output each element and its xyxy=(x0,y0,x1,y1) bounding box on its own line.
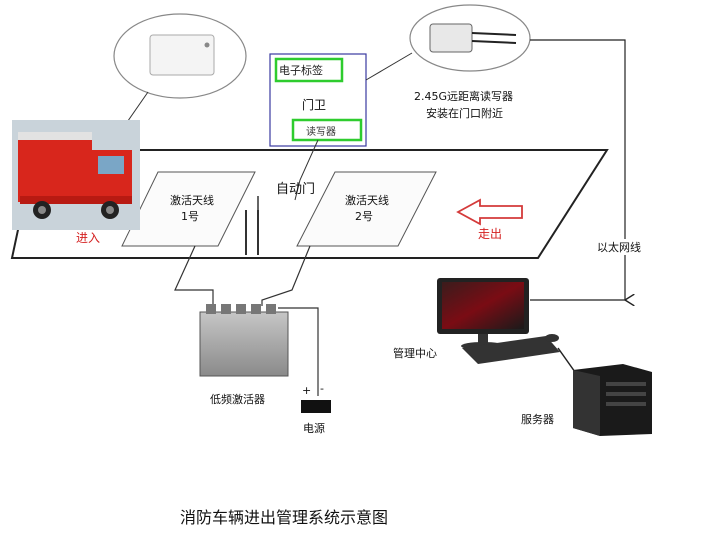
electronic-tag-highlight xyxy=(274,57,344,83)
reader-wire xyxy=(294,139,319,201)
reader-description-line1: 2.45G远距离读写器 xyxy=(414,90,514,103)
exit-label: 走出 xyxy=(478,227,503,241)
server-tower-icon xyxy=(573,364,652,436)
antenna-1-label-line2: 1号 xyxy=(181,210,199,223)
guard-booth xyxy=(269,53,367,147)
antenna-2-label-line1: 激活天线 xyxy=(345,194,389,207)
activator-box-icon xyxy=(199,311,289,377)
fire-truck-icon xyxy=(12,120,140,230)
antenna-1-label-line1: 激活天线 xyxy=(170,194,214,207)
mouse-cable xyxy=(557,347,576,373)
antenna-2-zone xyxy=(296,171,437,247)
antenna-2-wire xyxy=(261,245,311,306)
power-plus-label: + xyxy=(302,384,312,397)
reader-device-icon xyxy=(429,23,473,53)
power-wire xyxy=(278,307,319,396)
reader-antenna-2 xyxy=(471,40,517,44)
management-center-label: 管理中心 xyxy=(393,347,437,360)
activator-label: 低频激活器 xyxy=(210,393,265,406)
battery-icon xyxy=(301,400,331,413)
antenna-2-label-line2: 2号 xyxy=(355,210,373,223)
reader-highlight xyxy=(291,118,363,142)
power-minus-label: - xyxy=(320,382,324,395)
activator-connector-5 xyxy=(266,304,276,314)
activator-connector-1 xyxy=(206,304,216,314)
enter-label: 进入 xyxy=(76,231,101,245)
tag-card-icon xyxy=(149,34,215,76)
reader-description-line2: 安装在门口附近 xyxy=(426,107,503,120)
reader-pointer xyxy=(365,52,413,81)
mouse-icon xyxy=(545,334,559,342)
keyboard-icon xyxy=(462,336,560,364)
tag-card-dot xyxy=(204,42,210,48)
activator-connector-4 xyxy=(251,304,261,314)
auto-gate-label: 自动门 xyxy=(276,182,316,197)
power-label: 电源 xyxy=(303,422,325,435)
antenna-1-wire xyxy=(174,245,214,306)
activator-connector-2 xyxy=(221,304,231,314)
server-label: 服务器 xyxy=(521,413,554,426)
electronic-tag-label: 电子标签 xyxy=(279,64,323,77)
reader-small-label: 读写器 xyxy=(306,127,336,138)
ethernet-line xyxy=(530,39,625,300)
left-arrow-icon xyxy=(456,198,523,226)
ethernet-label: 以太网线 xyxy=(597,239,641,255)
guard-booth-label: 门卫 xyxy=(302,98,327,112)
diagram-caption: 消防车辆进出管理系统示意图 xyxy=(180,508,389,527)
activator-connector-3 xyxy=(236,304,246,314)
reader-antenna-1 xyxy=(471,32,517,36)
monitor-icon xyxy=(437,278,529,350)
